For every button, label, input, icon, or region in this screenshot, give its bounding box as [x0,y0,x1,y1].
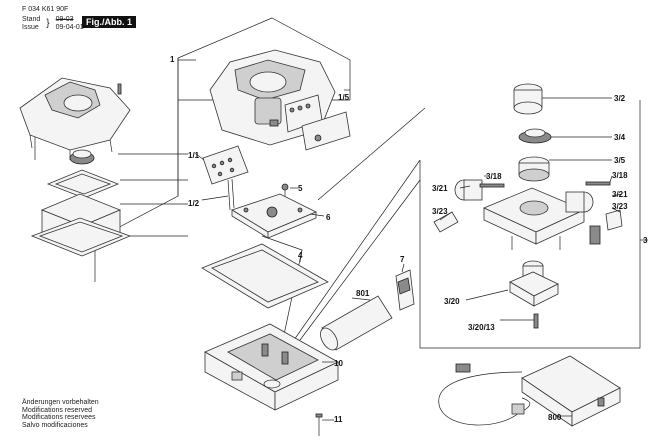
motor-left [454,179,505,201]
label-7: 7 [400,255,405,264]
rotor-bearing [518,156,550,182]
rotor-cap [513,83,543,115]
note-en: Modifications reserved [22,406,93,414]
label-3-18-right: 3/18 [612,171,628,180]
label-800: 800 [548,413,562,422]
gasket-window [30,217,132,257]
note-fr: Modifications reservees [22,414,96,422]
label-3-20: 3/20 [444,297,460,306]
label-6: 6 [326,213,331,222]
clip-right [589,209,623,245]
figure-label: Fig./Abb. 1 [82,16,136,28]
clip-left [433,211,459,233]
note-es: Salvo modificaciones [22,421,88,429]
charger [438,355,621,427]
label-3-21-left: 3/21 [432,184,448,193]
leader-lines [118,59,623,421]
rubber-cap [69,149,95,165]
motor-right [565,181,611,213]
label-5: 5 [298,184,303,193]
label-3-18-left: 3/18 [486,172,502,181]
label-11: 11 [334,415,343,424]
label-4: 4 [298,251,303,260]
diode-assembly [509,260,559,307]
label-1-2: 1/2 [188,199,200,208]
label-1-1: 1/1 [188,151,200,160]
label-3-2: 3/2 [614,94,626,103]
battery-pack [320,295,393,351]
label-plate [301,111,351,151]
label-3-5: 3/5 [614,156,626,165]
rotor-head [518,128,552,144]
battery-lid [395,269,415,311]
issue-value: 09-04-01 [55,24,84,31]
note-de: Änderungen vorbehalten [22,399,99,406]
label-3-23-left: 3/23 [432,207,448,216]
issue-label: Issue [22,24,39,31]
label-1-5: 1/5 [338,93,350,102]
seal-frame [201,243,329,309]
label-3-20-13: 3/20/13 [468,323,495,332]
document-number: F 034 K61 90F [22,6,69,13]
group-frame-3 [419,100,648,349]
stand-label: Stand [22,16,41,23]
mounting-plate [231,193,317,239]
window-frame [46,169,120,199]
label-3-23-right: 3/23 [612,202,628,211]
part-labels: 1 1/5 1/1 1/2 5 6 4 10 11 801 7 3/2 3/4 … [170,55,648,424]
modification-notes: Änderungen vorbehalten Modifications res… [22,399,99,429]
housing-top-left [19,77,131,160]
label-1: 1 [170,55,175,64]
screw-5 [281,183,289,198]
screw-11 [315,413,323,436]
document-header: F 034 K61 90F Stand Issue } 09-03 09-04-… [22,6,84,31]
label-3-21-right: 3/21 [612,190,628,199]
label-10: 10 [334,359,343,368]
keypad-pcb [202,145,249,211]
label-3-4: 3/4 [614,133,626,142]
pin-3-20-13 [533,313,539,329]
bottom-housing [204,323,339,411]
stand-value: 09-03 [55,16,74,23]
label-801: 801 [356,289,370,298]
label-3: 3 [643,236,648,245]
